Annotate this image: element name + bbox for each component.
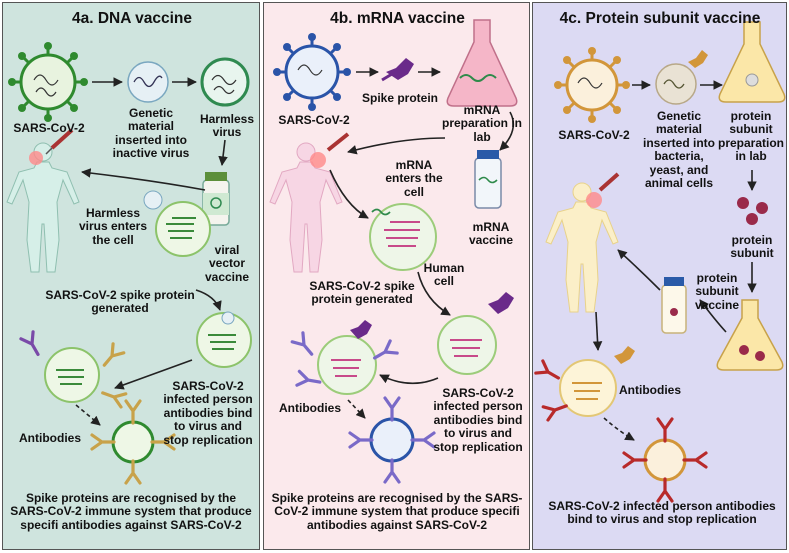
- mrna-flask-icon: [446, 19, 518, 107]
- human-cell-label: Human cell: [423, 261, 465, 289]
- sars-cov-2-label: SARS-CoV-2: [558, 128, 630, 142]
- panel-a-title: 4a. DNA vaccine: [71, 10, 193, 27]
- neutralized-virus-icon: [90, 399, 176, 485]
- panel-b-arrows: [329, 67, 515, 419]
- sars-cov-2-virus-icon: [554, 47, 630, 123]
- syringe-icon: [598, 172, 620, 192]
- human-body-icon: [269, 142, 343, 273]
- human-body-icon: [6, 142, 80, 273]
- infected-antibodies-label: SARS-CoV-2 infected person antibodies bi…: [163, 379, 253, 447]
- syringe-icon: [326, 132, 350, 152]
- spike-generated-label: SARS-CoV-2 spike protein generated: [309, 279, 415, 307]
- protein-flask-icon: [718, 21, 786, 103]
- syringe-icon: [45, 128, 74, 155]
- protein-vaccine-vial-icon: [661, 277, 687, 334]
- mrna-preparation-label: mRNA preparation in lab: [441, 103, 522, 144]
- human-cell-icon: [143, 190, 211, 257]
- genetic-material-icon: [655, 50, 708, 105]
- panel-b-title: 4b. mRNA vaccine: [330, 10, 465, 27]
- protein-subunit-preparation-label: protein subunit preparation in lab: [718, 109, 785, 164]
- viral-vector-vaccine-label: viral vector vaccine: [204, 243, 250, 284]
- sars-cov-2-label: SARS-CoV-2: [13, 121, 85, 135]
- cell-spike-generation-icon: [196, 311, 252, 368]
- mrna-enters-label: mRNA enters the cell: [385, 158, 443, 199]
- panel-c-arrows: [592, 80, 757, 441]
- neutralized-virus-icon: [622, 417, 708, 503]
- sars-cov-2-virus-icon: [273, 33, 351, 111]
- panel-c-summary: SARS-CoV-2 infected person antibodies bi…: [548, 499, 776, 527]
- genetic-material-label: Genetic material inserted into bacteria,…: [642, 109, 715, 191]
- antibody-cell-icon: [534, 346, 635, 422]
- antibodies-label: Antibodies: [19, 431, 81, 445]
- spike-protein-label: Spike protein: [361, 91, 438, 105]
- human-body-icon: [545, 182, 619, 313]
- spike-protein-icon: [381, 58, 414, 82]
- protein-subunit-vaccine-label: protein subunit vaccine: [694, 271, 740, 312]
- mrna-vaccine-vial-icon: [474, 150, 502, 209]
- harmless-virus-label: Harmless virus: [199, 112, 255, 140]
- genetic-material-icon: [127, 61, 169, 103]
- sars-cov-2-virus-icon: [8, 42, 88, 122]
- human-cell-icon: [369, 203, 437, 271]
- infected-antibodies-label: SARS-CoV-2 infected person antibodies bi…: [433, 386, 523, 454]
- genetic-material-label: Genetic material inserted into inactive …: [112, 106, 190, 161]
- panel-c-title: 4c. Protein subunit vaccine: [559, 10, 761, 27]
- mrna-vaccine-label: mRNA vaccine: [468, 220, 514, 248]
- viral-vector-vaccine-vial-icon: [202, 172, 230, 226]
- sars-cov-2-label: SARS-CoV-2: [278, 113, 350, 127]
- protein-subunit-flask-icon: [716, 299, 784, 371]
- panel-a-summary: Spike proteins are recognised by the SAR…: [10, 491, 252, 532]
- antibodies-label: Antibodies: [619, 383, 681, 397]
- spike-generated-label: SARS-CoV-2 spike protein generated: [45, 288, 195, 316]
- protein-subunit-icon: [737, 197, 768, 225]
- antibody-cell-icon: [290, 320, 399, 395]
- protein-subunit-label: protein subunit: [730, 233, 774, 261]
- antibody-cell-icon: [19, 330, 128, 409]
- antibodies-label: Antibodies: [279, 401, 341, 415]
- harmless-virus-enters-label: Harmless virus enters the cell: [78, 206, 148, 247]
- cell-spike-generation-icon: [437, 292, 514, 375]
- harmless-virus-icon: [200, 57, 250, 107]
- panel-b-summary: Spike proteins are recognised by the SAR…: [271, 491, 523, 532]
- panel-a-arrows: [75, 77, 228, 426]
- neutralized-virus-icon: [348, 396, 436, 484]
